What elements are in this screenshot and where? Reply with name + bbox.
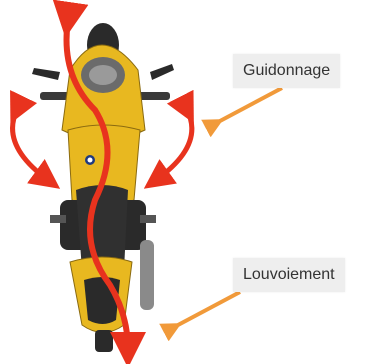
curved-double-arrow-icon <box>156 110 192 180</box>
guidonnage-label: Guidonnage <box>233 54 340 88</box>
louvoiement-label: Louvoiement <box>233 258 345 292</box>
curved-double-arrow-icon <box>13 110 48 180</box>
diagonal-arrow-icon <box>220 88 282 121</box>
diagonal-arrow-icon <box>178 292 240 325</box>
